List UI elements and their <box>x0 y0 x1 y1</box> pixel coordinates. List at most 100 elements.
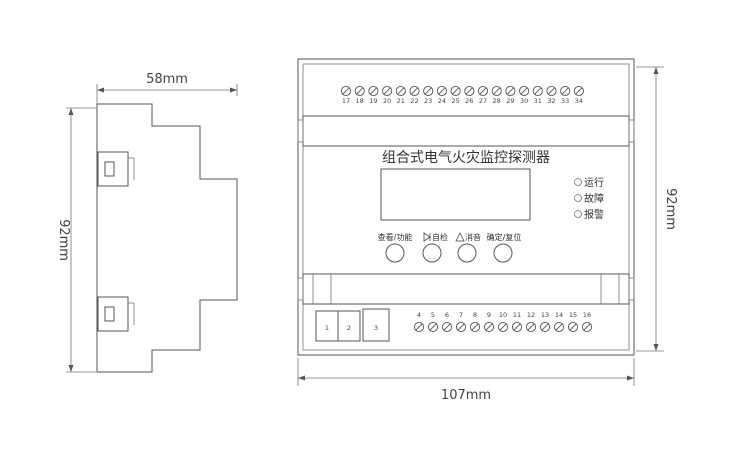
terminal-blocks: 1 2 3 <box>315 308 390 342</box>
terminal-screw-icon <box>560 85 571 97</box>
terminal-number-label: 34 <box>575 97 583 105</box>
terminal-number-label: 28 <box>493 97 501 105</box>
arrow-up-icon <box>68 108 74 115</box>
button-view-label: 查看/功能 <box>378 232 413 242</box>
terminal-screw-icon <box>553 321 565 333</box>
terminal-screw-icon <box>567 321 579 333</box>
view-function-button[interactable] <box>385 243 405 263</box>
alarm-led-icon <box>574 210 582 218</box>
indicator-fault-label: 故障 <box>584 192 604 205</box>
button-selftest-label: 自检 <box>432 232 448 242</box>
terminal-screw-icon <box>368 85 379 97</box>
terminal-number-label: 6 <box>445 311 449 319</box>
terminal-screw-icon <box>436 85 447 97</box>
terminal-screw-slot-icon <box>513 323 521 331</box>
terminal-number-label: 27 <box>479 97 487 105</box>
terminal-number-label: 20 <box>383 97 391 105</box>
terminal-screw-slot-icon <box>438 87 446 95</box>
terminal-block-2-label: 2 <box>347 324 351 332</box>
indicator-group: 运行 故障 报警 <box>574 176 604 221</box>
terminal-screw-icon <box>354 85 365 97</box>
terminal-screw-icon <box>573 85 584 97</box>
terminal-number-label: 30 <box>520 97 528 105</box>
front-inner-frame <box>302 63 630 351</box>
terminal-screw-slot-icon <box>471 323 479 331</box>
terminal-screw-icon <box>525 321 537 333</box>
arrow-up-icon <box>653 67 659 74</box>
terminal-screw-icon <box>519 85 530 97</box>
terminal-screw-icon <box>532 85 543 97</box>
terminal-screw-slot-icon <box>527 323 535 331</box>
terminal-screw-icon <box>581 321 593 333</box>
arrow-down-icon <box>653 344 659 351</box>
terminal-number-label: 18 <box>356 97 364 105</box>
terminal-block-3 <box>362 308 390 342</box>
terminal-screw-icon <box>455 321 467 333</box>
terminal-number-label: 33 <box>561 97 569 105</box>
lower-band <box>302 273 630 305</box>
terminal-number-label: 8 <box>473 311 477 319</box>
button-mute-label: 消音 <box>465 232 481 242</box>
terminal-screw-icon <box>491 85 502 97</box>
terminal-screw-slot-icon <box>356 87 364 95</box>
terminal-screw-slot-icon <box>561 87 569 95</box>
terminal-number-label: 25 <box>451 97 459 105</box>
indicator-alarm-label: 报警 <box>584 208 604 221</box>
upper-clip <box>97 151 129 187</box>
terminal-block-2 <box>337 310 361 342</box>
terminal-number-label: 11 <box>513 311 521 319</box>
terminal-screw-icon <box>413 321 425 333</box>
terminal-screw-slot-icon <box>465 87 473 95</box>
terminal-number-label: 19 <box>369 97 377 105</box>
upper-band <box>302 115 630 147</box>
side-view: 58mm 92mm <box>56 72 238 373</box>
arrow-left-icon <box>298 375 305 381</box>
terminal-screw-icon <box>539 321 551 333</box>
terminal-screw-slot-icon <box>410 87 419 95</box>
terminal-screw-slot-icon <box>583 323 591 331</box>
terminal-screw-slot-icon <box>575 87 583 95</box>
terminal-number-label: 13 <box>541 311 549 319</box>
terminal-screw-slot-icon <box>493 87 501 95</box>
arrow-right-icon <box>230 87 237 93</box>
terminal-block-1-label: 1 <box>325 324 329 332</box>
lcd-display <box>380 168 531 221</box>
terminal-screw-slot-icon <box>452 87 460 95</box>
side-height-label: 92mm <box>56 219 71 261</box>
terminal-screw-slot-icon <box>479 87 487 95</box>
terminal-screw-icon <box>477 85 489 97</box>
confirm-reset-button[interactable] <box>493 243 513 263</box>
terminal-screw-slot-icon <box>485 323 493 331</box>
terminal-screw-icon <box>483 321 495 333</box>
mute-button[interactable] <box>457 243 477 263</box>
run-led-icon <box>574 178 582 186</box>
terminal-screw-slot-icon <box>506 87 514 95</box>
terminal-screw-slot-icon <box>555 323 563 331</box>
terminal-number-label: 10 <box>499 311 507 319</box>
device-title: 组合式电气火灾监控探测器 <box>382 149 550 166</box>
terminal-number-label: 5 <box>431 311 435 319</box>
arrow-down-icon <box>68 365 74 372</box>
terminal-screw-icon <box>464 85 475 97</box>
arrow-right-icon <box>627 375 634 381</box>
terminal-screw-slot-icon <box>541 323 549 331</box>
lower-clip <box>97 296 129 332</box>
side-profile-outline <box>96 103 238 373</box>
terminal-number-label: 9 <box>487 311 491 319</box>
terminal-screw-slot-icon <box>383 87 391 95</box>
fault-led-icon <box>574 194 582 202</box>
terminal-number-label: 16 <box>583 311 591 319</box>
front-height-label: 92mm <box>663 188 678 230</box>
selftest-button[interactable] <box>422 243 442 263</box>
terminal-number-label: 21 <box>397 97 405 105</box>
terminal-number-label: 17 <box>342 97 350 105</box>
play-icon <box>423 232 431 242</box>
terminal-screw-slot-icon <box>457 323 465 331</box>
terminal-screw-slot-icon <box>369 87 377 95</box>
terminal-number-label: 12 <box>527 311 535 319</box>
terminal-screw-slot-icon <box>569 323 577 331</box>
